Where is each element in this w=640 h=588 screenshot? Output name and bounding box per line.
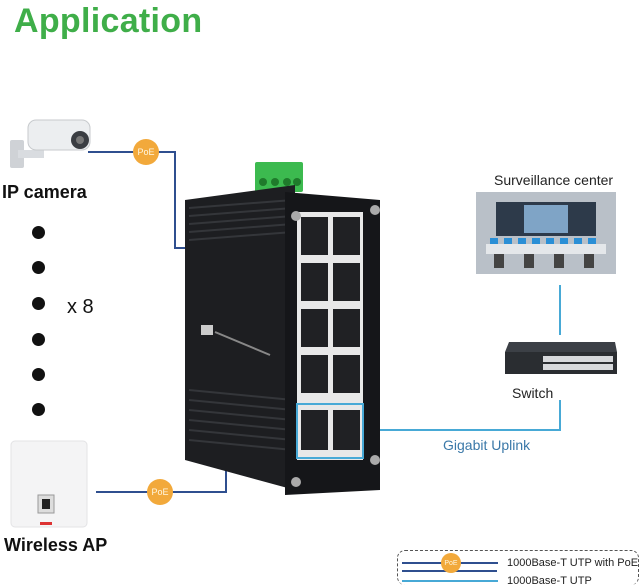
surveillance-center-image (476, 192, 616, 274)
legend-item-poe: 1000Base-T UTP with PoE (507, 557, 639, 569)
bullet (32, 333, 45, 346)
page-title: Application (14, 2, 203, 40)
ip-camera-label: IP camera (2, 182, 87, 202)
device-count: x 8 (67, 296, 94, 318)
industrial-switch-image (185, 162, 380, 495)
bullet (32, 261, 45, 274)
wireless-ap-icon (10, 440, 88, 528)
legend (397, 550, 639, 585)
bullet (32, 368, 45, 381)
ip-camera-icon (10, 119, 91, 168)
legend-poe-badge: PoE (441, 553, 461, 573)
bullet (32, 403, 45, 416)
poe-badge-camera: PoE (133, 139, 159, 165)
wireless-ap-label: Wireless AP (4, 535, 108, 555)
bullet (32, 226, 45, 239)
switch-label: Switch (512, 385, 554, 401)
gigabit-uplink-label: Gigabit Uplink (443, 437, 531, 453)
switch-image (505, 342, 617, 374)
bullet (32, 297, 45, 310)
surveillance-center-label: Surveillance center (494, 172, 614, 188)
uplink-line (362, 400, 561, 431)
poe-badge-ap: PoE (147, 479, 173, 505)
legend-item-utp: 1000Base-T UTP (507, 575, 592, 587)
